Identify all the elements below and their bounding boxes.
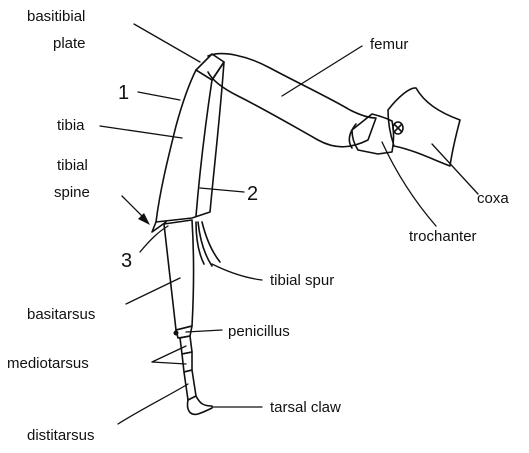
label-tibial-spine-line1: tibial	[57, 157, 88, 174]
leader-tibia	[100, 126, 182, 138]
label-basitarsus: basitarsus	[27, 306, 95, 323]
tibia-inner-edge	[196, 80, 212, 216]
leader-trochanter	[382, 142, 436, 226]
label-tibial-spur: tibial spur	[270, 272, 334, 289]
leader-basitibial	[134, 24, 200, 62]
tibial-spine-arrow	[122, 196, 150, 225]
label-marker-3: 3	[121, 250, 132, 272]
label-basitibial-line1: basitibial	[27, 8, 85, 25]
leader-mediotarsus-a	[152, 346, 186, 362]
label-marker-2: 2	[247, 183, 258, 205]
label-mediotarsus: mediotarsus	[7, 355, 89, 372]
label-coxa: coxa	[477, 190, 509, 207]
leader-lines	[100, 24, 478, 424]
leader-femur	[282, 46, 362, 96]
diagram-labels: basitibial plate femur 1 tibia tibial sp…	[7, 8, 509, 444]
label-marker-1: 1	[118, 82, 129, 104]
leader-coxa	[432, 144, 478, 194]
tibia-segment	[156, 62, 224, 222]
leader-mediotarsus-b	[152, 362, 186, 364]
leader-marker-1	[138, 92, 180, 100]
leader-tibial-spur	[212, 264, 262, 280]
coxa-joint-detail	[395, 125, 401, 131]
label-tibial-spine-line2: spine	[54, 184, 90, 201]
leader-distitarsus	[118, 384, 188, 424]
basitarsus-segment	[164, 220, 194, 330]
label-tibia: tibia	[57, 117, 85, 134]
label-distitarsus: distitarsus	[27, 427, 95, 444]
label-trochanter: trochanter	[409, 228, 477, 245]
trochanter-segment	[352, 114, 394, 154]
penicillus-dot	[174, 331, 179, 336]
mediotarsus-segment-1	[180, 336, 192, 354]
arrow-head	[138, 213, 150, 225]
label-femur: femur	[370, 36, 408, 53]
label-tarsal-claw: tarsal claw	[270, 399, 341, 416]
label-basitibial-line2: plate	[53, 35, 86, 52]
mediotarsus-segment-2	[182, 352, 192, 372]
tibial-spur-shape	[196, 222, 220, 266]
label-penicillus: penicillus	[228, 323, 290, 340]
leader-marker-2	[200, 188, 244, 192]
